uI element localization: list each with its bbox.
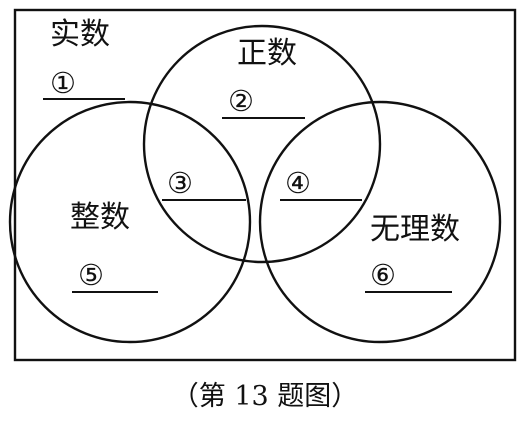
blank-marker-3: ③ <box>167 166 193 200</box>
positive-numbers-circle <box>142 24 382 264</box>
blank-marker-4: ④ <box>285 166 311 200</box>
blank-marker-2: ② <box>228 84 254 118</box>
integers-label: 整数 <box>70 200 130 235</box>
integers-circle <box>8 100 252 344</box>
blank-marker-1: ① <box>50 66 76 100</box>
blank-marker-6: ⑥ <box>370 258 396 292</box>
irrational-numbers-circle <box>258 100 502 344</box>
positive-numbers-label: 正数 <box>237 36 297 71</box>
real-numbers-label: 实数 <box>50 17 110 52</box>
irrational-numbers-label: 无理数 <box>370 212 460 247</box>
figure-caption: （第 13 题图） <box>172 381 359 412</box>
blank-marker-5: ⑤ <box>78 258 104 292</box>
